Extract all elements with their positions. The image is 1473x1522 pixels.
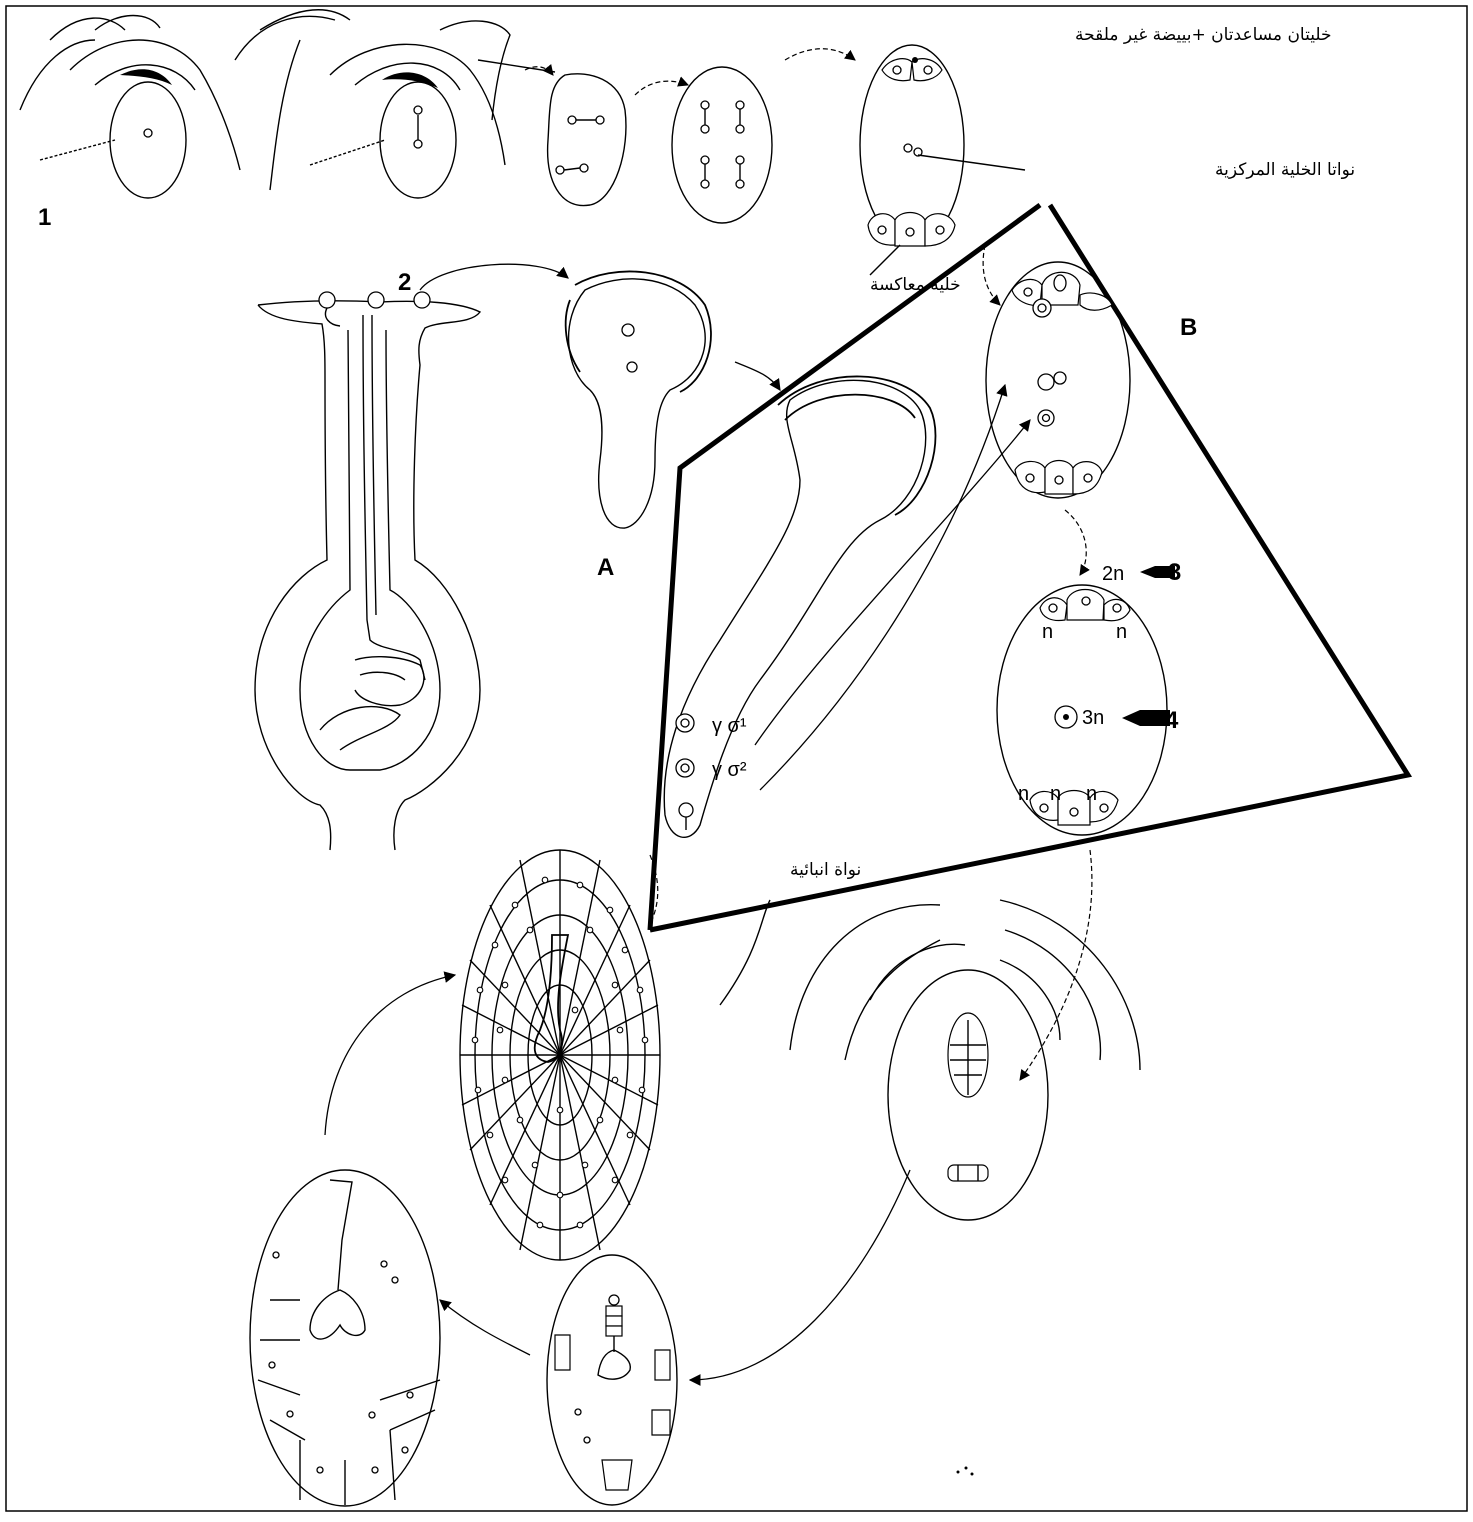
ploidy-n-top-right: n	[1116, 621, 1127, 643]
pollen-grain-A	[566, 271, 711, 528]
label-tube-nucleus: نواة انبائية	[790, 860, 861, 880]
marker-1: 1	[38, 204, 51, 231]
gamete-label-1: γ σ¹	[712, 715, 747, 737]
embryo-globular	[250, 1170, 440, 1506]
zoom-frame-right	[650, 205, 1408, 930]
embryo-sac-8-nuclei	[672, 67, 772, 223]
embryo-sac-2-nuclei	[548, 74, 626, 206]
ploidy-n-bottom-3: n	[1086, 783, 1097, 805]
gamete-label-2: γ σ²	[712, 759, 747, 781]
ovule-stage-1	[20, 16, 240, 199]
ploidy-n-top-left: n	[1042, 621, 1053, 643]
pistil	[255, 292, 480, 850]
marker-A: A	[597, 554, 614, 581]
ploidy-n-bottom-2: n	[1050, 783, 1061, 805]
pollen-tube	[664, 376, 935, 837]
marker-B: B	[1180, 314, 1197, 341]
marker-2: 2	[398, 269, 411, 296]
mature-embryo-sac	[860, 45, 1025, 275]
label-synergids-egg: خليتان مساعدتان +بييضة غير ملقحة	[1075, 25, 1332, 45]
ploidy-3n: 3n	[1082, 707, 1104, 729]
marker-4: 4	[1165, 707, 1179, 734]
ovule-stage-2	[235, 10, 555, 198]
label-central-cell-nuclei: نواتا الخلية المركزية	[1215, 160, 1355, 180]
label-antipodal-cell: خلية معاكسة	[870, 275, 961, 295]
developing-seed	[720, 900, 1140, 1476]
embryo-early	[547, 1255, 677, 1505]
mature-embryo-endosperm	[460, 850, 660, 1260]
ploidy-n-bottom-1: n	[1018, 783, 1029, 805]
ploidy-2n: 2n	[1102, 563, 1124, 585]
marker-3: 3	[1168, 559, 1181, 586]
